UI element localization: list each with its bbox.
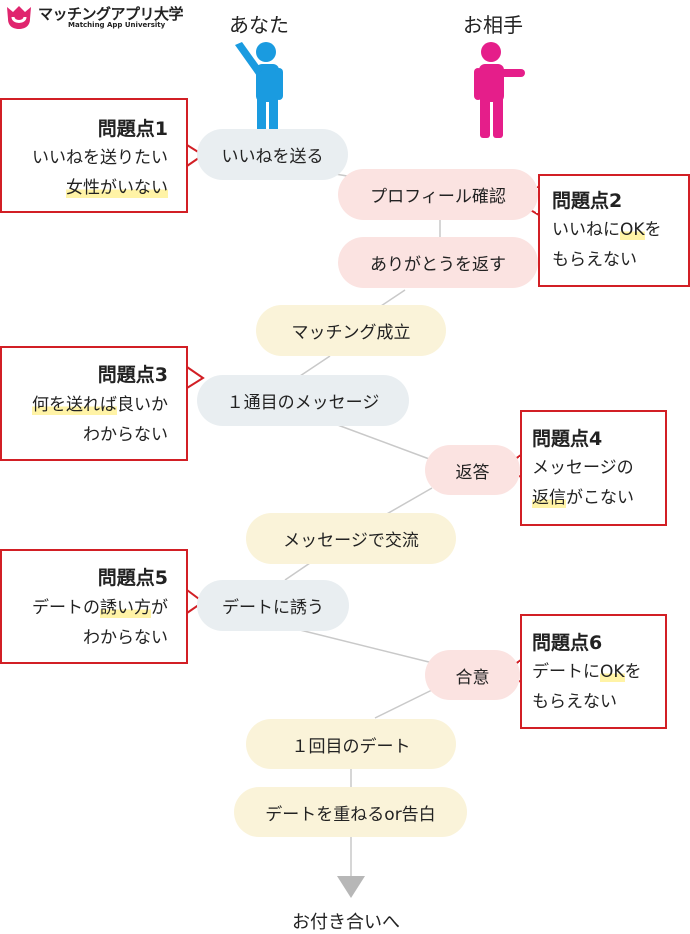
problem-highlight: 女性がいない	[66, 178, 168, 198]
step-agree: 合意	[425, 650, 520, 700]
problem-title: 問題点3	[97, 364, 168, 386]
problem-highlight: OK	[620, 220, 645, 240]
step-send-like: いいねを送る	[197, 129, 348, 180]
problem-highlight: 返信	[532, 488, 566, 508]
role-partner-label: お相手	[463, 13, 523, 37]
step-ask-date: デートに誘う	[197, 580, 349, 631]
person-partner-icon	[474, 42, 525, 138]
problem-callout-1: 問題点1 いいねを送りたい 女性がいない	[0, 98, 188, 213]
problem-title: 問題点1	[97, 118, 168, 140]
problem-callout-2: 問題点2 いいねにOKを もらえない	[538, 174, 690, 287]
problem-callout-6: 問題点6 デートにOKを もらえない	[520, 614, 667, 729]
role-you-label: あなた	[229, 13, 289, 37]
problem-callout-4: 問題点4 メッセージの 返信がこない	[520, 410, 667, 526]
step-message-exchange: メッセージで交流	[246, 513, 456, 564]
logo-title: マッチングアプリ大学	[38, 5, 184, 23]
problem-title: 問題点4	[532, 428, 603, 450]
problem-callout-5: 問題点5 デートの誘い方が わからない	[0, 549, 188, 664]
logo-mark-icon	[7, 6, 31, 29]
problem-text: いいねにOKを もらえない	[552, 220, 662, 270]
problem-title: 問題点2	[552, 190, 623, 212]
problem-callout-3: 問題点3 何を送れば良いか わからない	[0, 346, 188, 461]
step-check-profile: プロフィール確認	[338, 169, 538, 220]
problem-title: 問題点5	[97, 567, 168, 589]
step-reply: 返答	[425, 445, 520, 495]
arrow-down-icon	[337, 876, 365, 898]
problem-text: いいねを送りたい 女性がいない	[32, 148, 168, 198]
problem-highlight: 何を送れば	[32, 395, 117, 415]
problem-text: デートの誘い方が わからない	[32, 598, 168, 648]
problem-text: デートにOKを もらえない	[532, 662, 642, 712]
person-you-icon	[235, 42, 283, 138]
step-more-dates-or-confess: デートを重ねるor告白	[234, 787, 467, 837]
logo-subtitle: Matching App University	[68, 21, 166, 29]
step-first-date: １回目のデート	[246, 719, 456, 769]
step-first-message: １通目のメッセージ	[197, 375, 409, 426]
problem-text: 何を送れば良いか わからない	[32, 395, 168, 445]
problem-text: メッセージの 返信がこない	[532, 458, 634, 508]
problem-highlight: 誘い方	[100, 598, 151, 618]
problem-title: 問題点6	[532, 632, 603, 654]
problem-highlight: OK	[600, 662, 625, 682]
step-return-thanks: ありがとうを返す	[338, 237, 538, 288]
step-match-made: マッチング成立	[256, 305, 446, 356]
site-logo[interactable]: マッチングアプリ大学 Matching App University	[4, 2, 194, 32]
ending-label: お付き合いへ	[292, 912, 400, 933]
